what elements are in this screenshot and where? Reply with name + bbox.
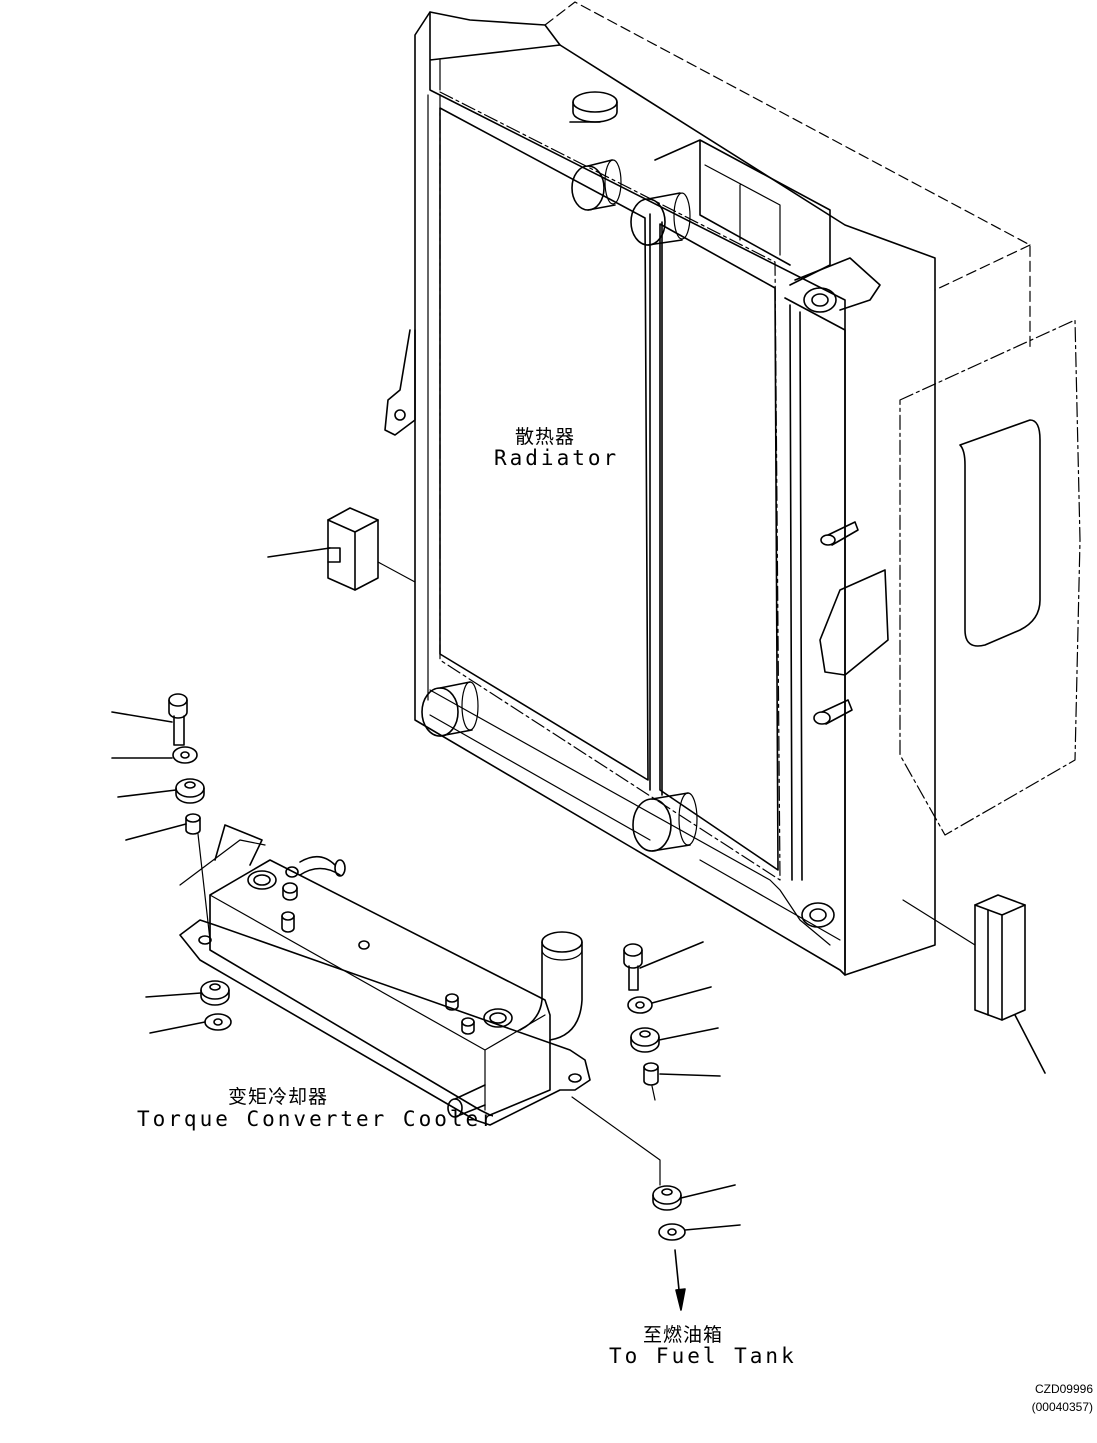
leader-left-lower-washer-1 bbox=[145, 992, 202, 998]
cooler-port-2 bbox=[285, 866, 299, 878]
radiator-core-left bbox=[439, 107, 649, 781]
radiator-rear-housing bbox=[544, 1, 1031, 351]
drawing-code: CZD09996 bbox=[1034, 1382, 1093, 1396]
leader-right-lower-washer-2 bbox=[684, 1224, 741, 1231]
radiator-label-cn: 散热器 bbox=[515, 426, 576, 448]
radiator-outer-frame bbox=[414, 11, 936, 976]
center-mounting-plate bbox=[819, 569, 889, 676]
cooler-outlet-hose bbox=[299, 855, 341, 876]
drawing-reference: (00040357) bbox=[1031, 1400, 1093, 1414]
torque-converter-cooler bbox=[179, 824, 661, 1186]
radiator-core-right bbox=[659, 223, 779, 871]
radiator-label-en: Radiator bbox=[494, 446, 620, 470]
mount-pin-upper bbox=[820, 521, 859, 546]
cooler-port-3 bbox=[282, 882, 298, 894]
right-bolt bbox=[623, 943, 643, 991]
leader-left-bolt bbox=[111, 711, 173, 723]
cooler-label-cn: 变矩冷却器 bbox=[228, 1086, 329, 1108]
left-lower-washer-1 bbox=[200, 980, 230, 1006]
pipe-cap-top-1 bbox=[571, 159, 622, 211]
rubber-mount-right bbox=[974, 894, 1026, 1021]
leader-rubber-mount-left bbox=[267, 547, 331, 558]
fuel-tank-label-en: To Fuel Tank bbox=[609, 1344, 797, 1368]
right-washer-1 bbox=[627, 996, 653, 1014]
leader-right-bolt bbox=[639, 941, 704, 969]
cooler-port-4 bbox=[281, 911, 295, 921]
pipe-cap-bottom-2 bbox=[632, 792, 698, 852]
cooler-side-nipple bbox=[447, 1084, 486, 1118]
cooler-label-en: Torque Converter Cooler bbox=[137, 1107, 497, 1131]
leader-right-lower-washer-1 bbox=[680, 1184, 736, 1199]
leader-right-washer-2 bbox=[658, 1027, 719, 1041]
cooler-body bbox=[209, 859, 551, 1116]
leader-rubber-mount-left-2 bbox=[377, 561, 416, 583]
top-header-tank bbox=[654, 139, 831, 286]
left-collar bbox=[185, 813, 201, 835]
side-panel-cutout bbox=[959, 419, 1041, 647]
left-lower-washer-2 bbox=[204, 1013, 232, 1031]
right-lower-washer-1 bbox=[652, 1185, 682, 1211]
cooler-port-1 bbox=[247, 870, 277, 890]
radiator-frame-depth bbox=[429, 11, 846, 976]
leader-left-lower-washer-2 bbox=[149, 1021, 206, 1034]
right-lower-washer-2 bbox=[658, 1223, 686, 1241]
pipe-cap-top-2 bbox=[630, 192, 691, 246]
leader-right-collar bbox=[659, 1073, 721, 1077]
leader-left-collar bbox=[125, 823, 187, 841]
radiator-assembly bbox=[384, 1, 1081, 976]
left-bolt bbox=[168, 693, 188, 746]
leader-rubber-mount-right bbox=[1014, 1014, 1046, 1074]
top-outlet-fitting bbox=[803, 287, 837, 313]
left-washer-2 bbox=[175, 778, 205, 804]
cooler-elbow-pipe bbox=[519, 931, 583, 1041]
right-collar bbox=[643, 1062, 659, 1086]
bottom-outlet-fitting bbox=[801, 902, 835, 928]
fuel-tank-label-cn: 至燃油箱 bbox=[643, 1324, 724, 1346]
mount-pin-lower bbox=[813, 699, 853, 725]
radiator-cap bbox=[569, 91, 618, 123]
left-mounting-bracket bbox=[384, 329, 416, 436]
radiator-inner-frame bbox=[439, 91, 781, 881]
cooler-base-plate bbox=[179, 919, 591, 1126]
side-panel bbox=[899, 319, 1081, 836]
leader-right-washer-1 bbox=[651, 986, 712, 1004]
left-washer-1 bbox=[172, 746, 198, 764]
core-divider bbox=[649, 213, 663, 796]
fuel-tank-arrow bbox=[674, 1249, 686, 1311]
cooler-port-5 bbox=[483, 1008, 513, 1028]
right-washer-2 bbox=[630, 1027, 660, 1053]
rubber-mount-left bbox=[327, 507, 379, 591]
leader-left-washer-2 bbox=[117, 789, 177, 798]
right-side-tank bbox=[784, 297, 846, 971]
pipe-cap-bottom-1 bbox=[421, 681, 479, 737]
